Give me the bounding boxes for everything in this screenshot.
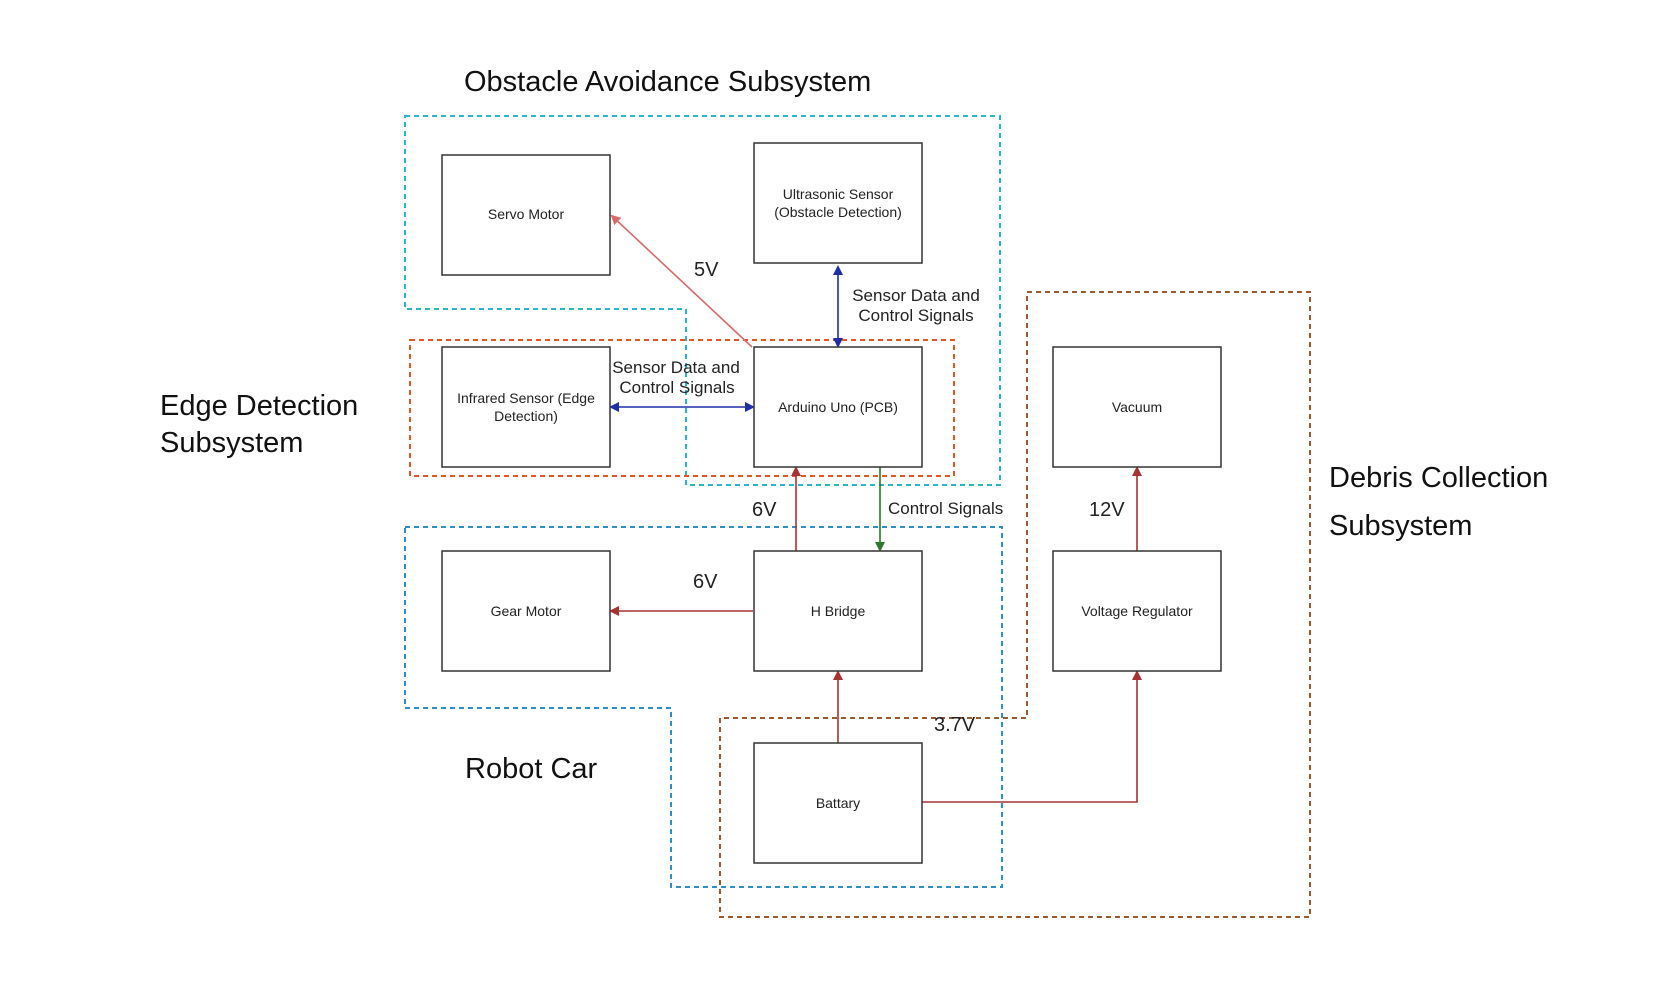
gear-motor-block: Gear Motor: [441, 550, 611, 672]
voltage-regulator-label: Voltage Regulator: [1081, 603, 1193, 619]
edge-detection-title-line2: Subsystem: [160, 427, 303, 459]
arduino-uno-block: Arduino Uno (PCB): [753, 346, 923, 468]
ultrasonic-signals-label-line1: Sensor Data and: [852, 286, 980, 305]
edge-detection-title-line1: Edge Detection: [160, 390, 358, 422]
infrared-signals-label-line1: Sensor Data and: [612, 358, 740, 377]
obstacle-avoidance-title: Obstacle Avoidance Subsystem: [464, 66, 871, 98]
ultrasonic-sensor-label-line2: (Obstacle Detection): [774, 204, 902, 220]
hbridge-to-arduino-voltage-label: 6V: [752, 499, 777, 521]
infrared-signals-label-line2: Control Signals: [619, 378, 734, 397]
edge-detection-boundary: [409, 339, 955, 477]
battery-block: Battary: [753, 742, 923, 864]
arduino-to-servo-arrow: [610, 214, 753, 348]
ultrasonic-sensor-block: Ultrasonic Sensor (Obstacle Detection): [753, 142, 923, 264]
gear-motor-label: Gear Motor: [491, 603, 562, 619]
robot-car-boundary: [404, 526, 1003, 888]
infrared-sensor-label-line1: Infrared Sensor (Edge: [457, 390, 595, 406]
servo-motor-label: Servo Motor: [488, 206, 565, 222]
voltage-regulator-block: Voltage Regulator: [1052, 550, 1222, 672]
battery-voltage-label: 3.7V: [934, 714, 976, 736]
debris-collection-boundary: [719, 291, 1311, 918]
obstacle-avoidance-boundary: [404, 115, 1001, 486]
battery-label: Battary: [816, 795, 860, 811]
ultrasonic-sensor-label-line1: Ultrasonic Sensor: [783, 186, 894, 202]
debris-collection-title-line1: Debris Collection: [1329, 462, 1548, 494]
ultrasonic-signals-label-line2: Control Signals: [858, 306, 973, 325]
arduino-uno-label: Arduino Uno (PCB): [778, 399, 898, 415]
control-signals-label: Control Signals: [888, 499, 1003, 518]
battery-to-regulator-arrow: [921, 670, 1142, 803]
gear-motor-voltage-label: 6V: [693, 571, 718, 593]
h-bridge-block: H Bridge: [753, 550, 923, 672]
debris-collection-title-line2: Subsystem: [1329, 510, 1472, 542]
h-bridge-label: H Bridge: [811, 603, 866, 619]
infrared-sensor-label-line2: Detection): [494, 408, 558, 424]
servo-motor-block: Servo Motor: [441, 154, 611, 276]
servo-voltage-label: 5V: [694, 259, 719, 281]
infrared-sensor-block: Infrared Sensor (Edge Detection): [441, 346, 611, 468]
vacuum-label: Vacuum: [1112, 399, 1162, 415]
vacuum-block: Vacuum: [1052, 346, 1222, 468]
robot-car-title: Robot Car: [465, 753, 598, 785]
regulator-to-vacuum-voltage-label: 12V: [1089, 499, 1125, 521]
